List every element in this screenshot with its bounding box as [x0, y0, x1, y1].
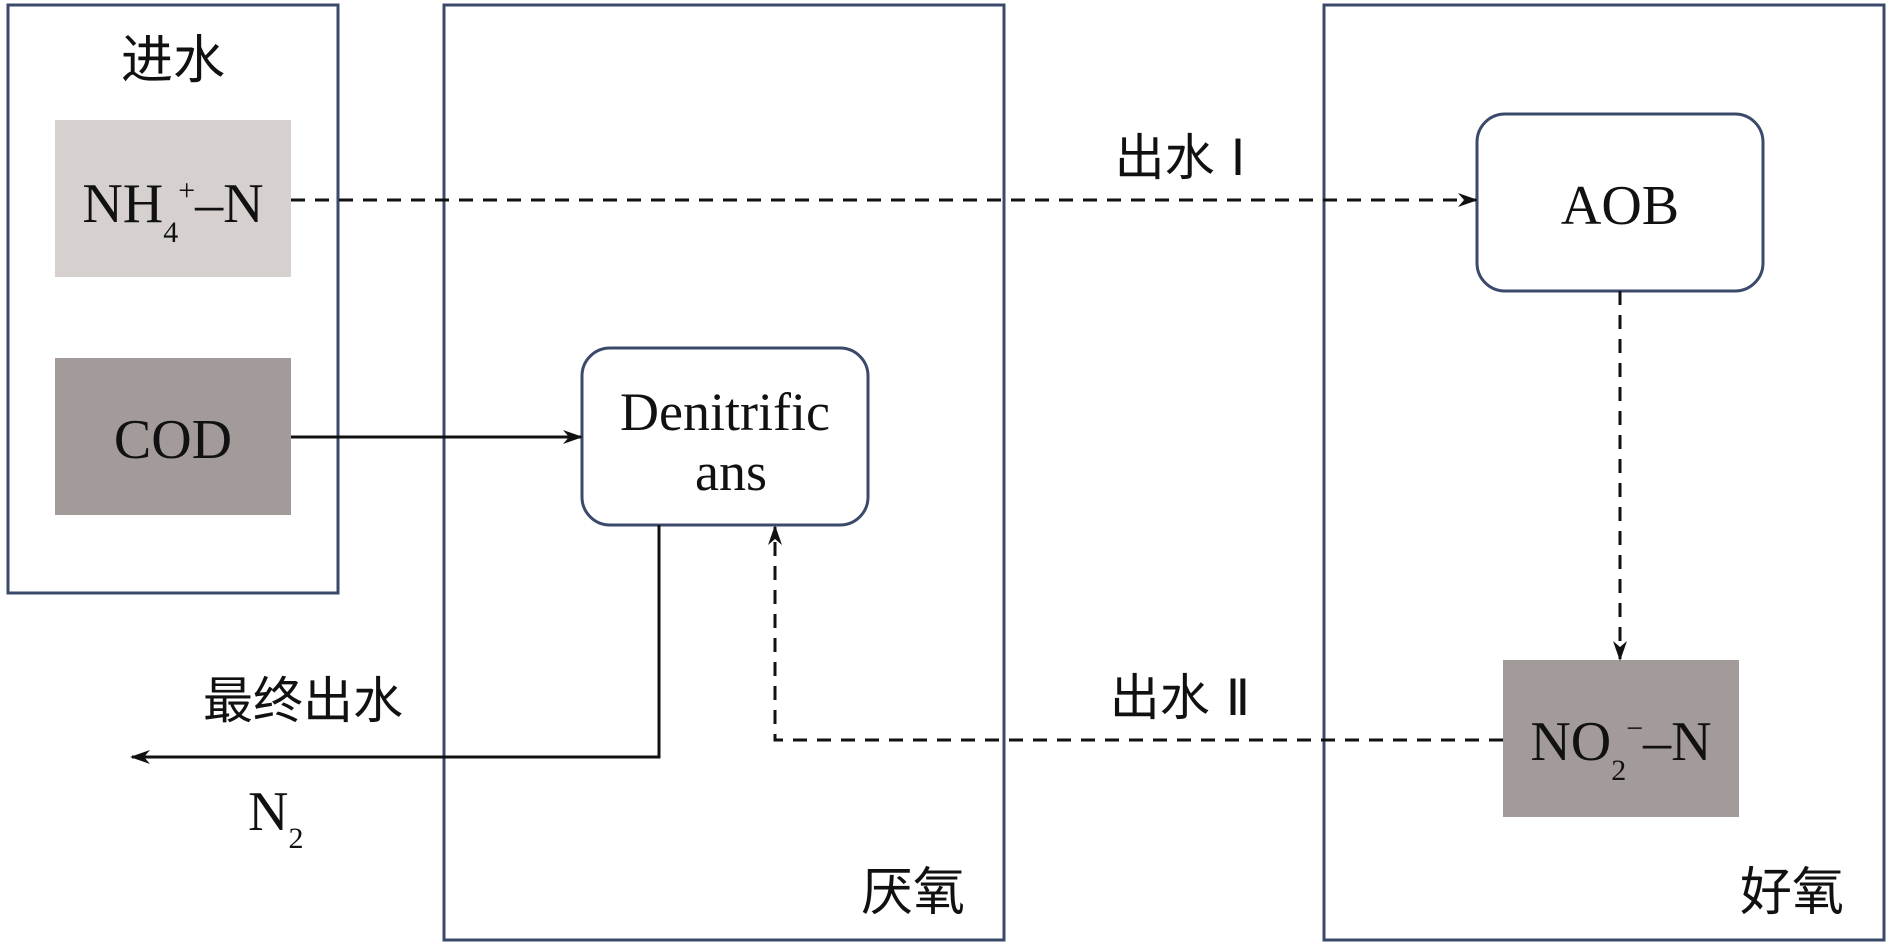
final-effluent-label: 最终出水 [203, 672, 403, 730]
influent-label: 进水 [121, 31, 225, 91]
aerobic-zone [1322, 3, 1886, 942]
anaerobic-label: 厌氧 [861, 863, 965, 923]
no2-label: NO2−–N [1530, 711, 1711, 787]
n2-label: N2 [248, 781, 303, 855]
nh4-box [55, 120, 291, 277]
effluent-1-label: 出水 Ⅰ [1115, 129, 1246, 187]
effluent-2-label: 出水 Ⅱ [1110, 669, 1251, 727]
aerobic-label: 好氧 [1740, 863, 1844, 923]
aob-label: AOB [1561, 175, 1679, 237]
no2-box [1503, 660, 1739, 817]
denitrificans-label-line1: Denitrific [620, 382, 830, 442]
cod-box [55, 358, 291, 515]
influent-zone [6, 3, 340, 595]
anaerobic-zone [442, 3, 1006, 942]
arrow-final-effluent [130, 525, 661, 764]
nh4-label: NH4+–N [82, 173, 263, 249]
cod-label: COD [114, 409, 232, 471]
arrow-no2-to-denitrificans [768, 525, 1503, 742]
denitrificans-label-line2: ans [695, 442, 767, 502]
